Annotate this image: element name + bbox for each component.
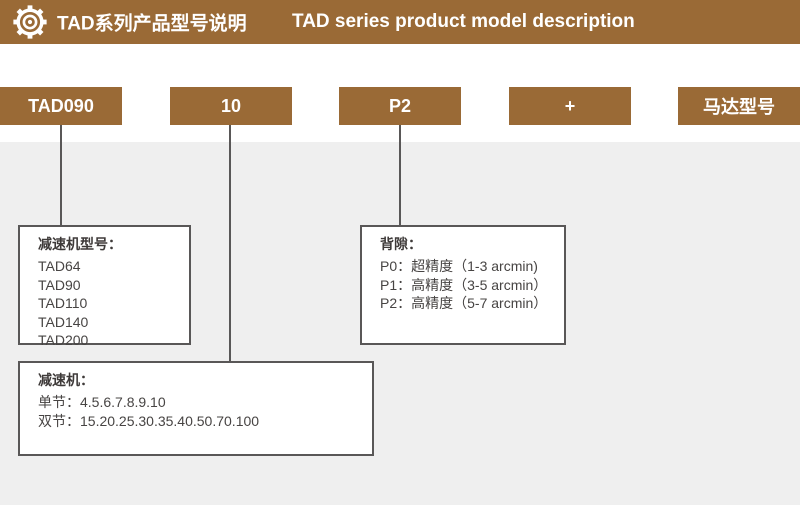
header-bar: TAD系列产品型号说明 TAD series product model des…: [0, 0, 800, 44]
list-item: TAD64: [38, 258, 81, 274]
callout-reducer-stages: 减速机： 单节：4.5.6.7.8.9.10 双节：15.20.25.30.35…: [18, 361, 374, 456]
list-item: 单节：4.5.6.7.8.9.10: [38, 394, 166, 410]
model-segment-ratio: 10: [170, 87, 292, 125]
connector-line-reducer-model: [60, 125, 62, 225]
model-segment-motor-model: 马达型号: [678, 87, 800, 125]
connector-line-ratio: [229, 125, 231, 361]
model-segment-reducer-model: TAD090: [0, 87, 122, 125]
callout-backlash: 背隙： P0：超精度（1-3 arcmin) P1：高精度（3-5 arcmin…: [360, 225, 566, 345]
model-segment-plus: +: [509, 87, 631, 125]
list-item: TAD140: [38, 313, 89, 330]
gear-icon: [9, 1, 51, 48]
model-segment-backlash: P2: [339, 87, 461, 125]
list-item: P0：超精度（1-3 arcmin): [380, 258, 538, 274]
list-item: P2：高精度（5-7 arcmin）: [380, 295, 548, 312]
list-item: TAD200: [38, 332, 89, 349]
list-item: P1：高精度（3-5 arcmin）: [380, 276, 548, 293]
callout-title: 减速机型号：: [38, 236, 122, 252]
callout-reducer-model: 减速机型号： TAD64 TAD90 TAD110 TAD140 TAD200: [18, 225, 191, 348]
callout-title: 减速机：: [38, 372, 94, 388]
callout-title: 背隙：: [380, 236, 422, 252]
list-item: TAD110: [38, 295, 88, 312]
page-title-chinese: TAD系列产品型号说明: [57, 13, 247, 35]
list-item: 双节：15.20.25.30.35.40.50.70.100: [38, 412, 260, 429]
page-title-english: TAD series product model description: [292, 11, 635, 32]
list-item: TAD90: [38, 276, 81, 293]
connector-line-backlash: [399, 125, 401, 225]
